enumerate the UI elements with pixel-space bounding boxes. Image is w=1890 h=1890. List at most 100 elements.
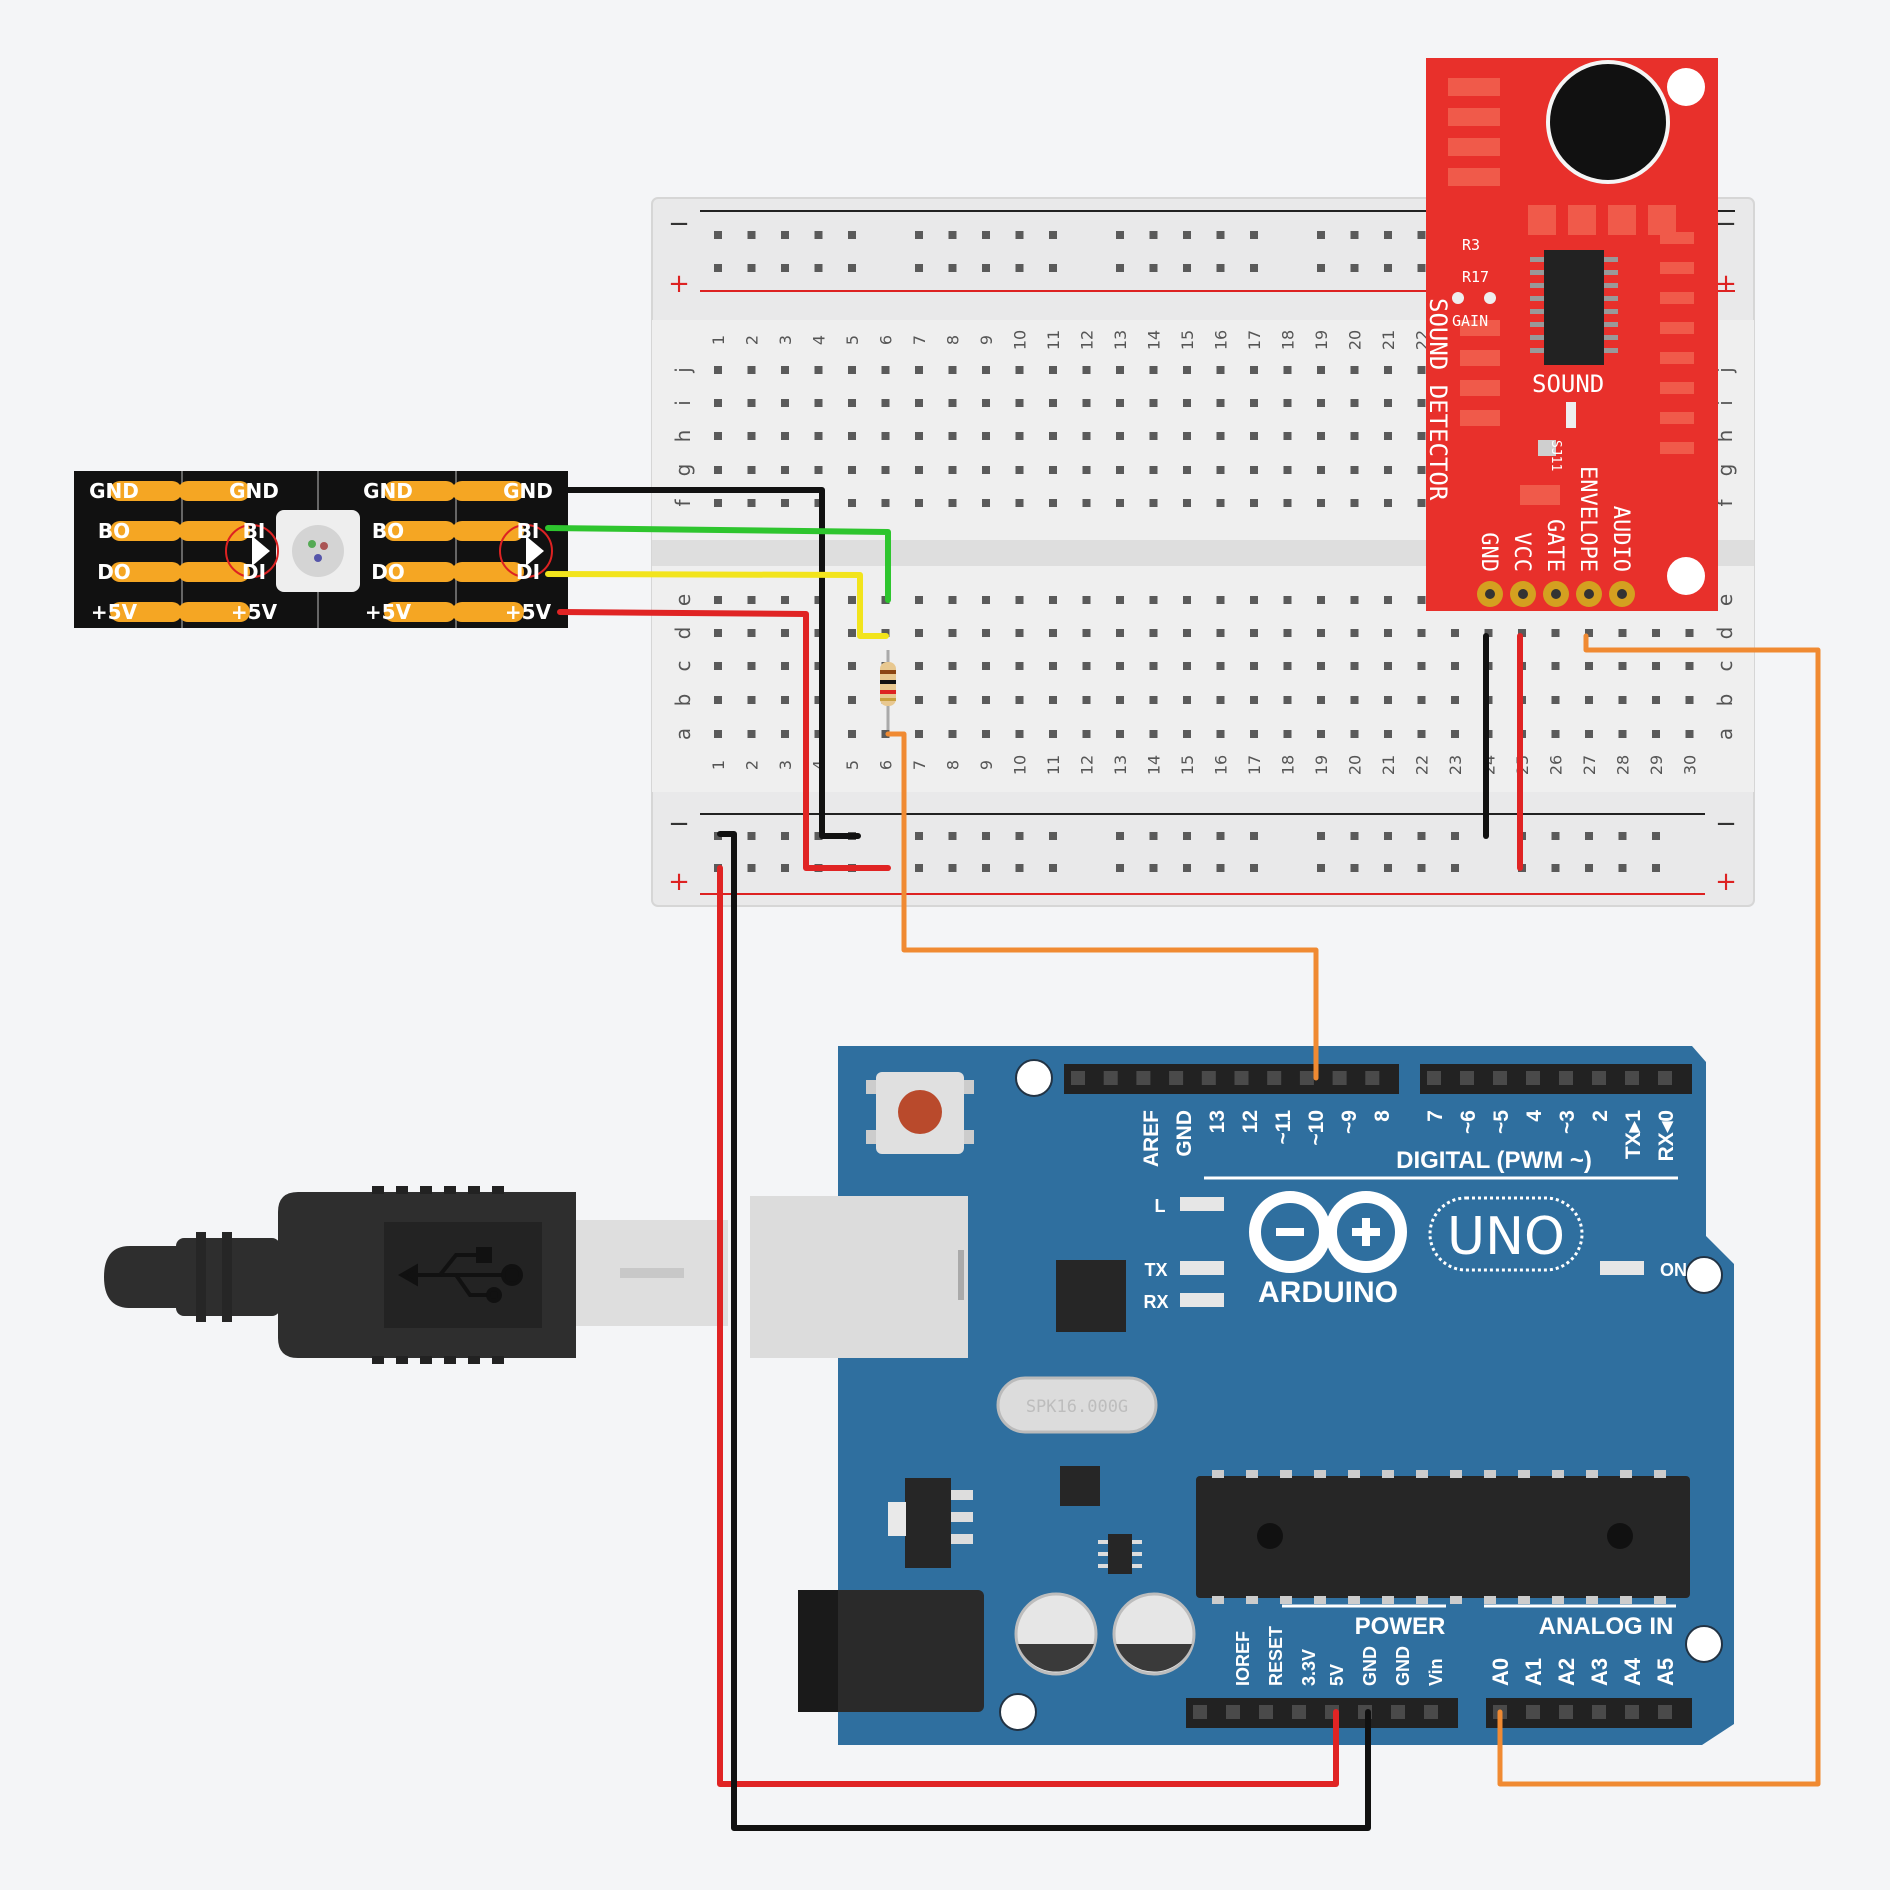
breadboard-hole[interactable]: [1149, 596, 1158, 604]
breadboard-hole[interactable]: [1082, 499, 1091, 507]
breadboard-hole[interactable]: [781, 432, 789, 440]
breadboard-hole[interactable]: [714, 466, 722, 474]
rail-hole[interactable]: [1015, 832, 1024, 840]
rail-hole[interactable]: [1183, 231, 1191, 239]
breadboard-hole[interactable]: [1451, 696, 1459, 704]
breadboard-hole[interactable]: [1116, 466, 1124, 474]
breadboard-hole[interactable]: [915, 629, 923, 637]
rail-hole[interactable]: [1015, 231, 1024, 239]
breadboard-hole[interactable]: [848, 466, 856, 474]
rail-hole[interactable]: [1417, 231, 1426, 239]
rail-hole[interactable]: [1015, 864, 1024, 872]
breadboard-hole[interactable]: [1082, 730, 1091, 738]
rail-hole[interactable]: [1116, 832, 1124, 840]
breadboard-hole[interactable]: [1685, 629, 1694, 637]
header-socket[interactable]: [1136, 1071, 1151, 1085]
header-socket[interactable]: [1226, 1705, 1240, 1719]
header-socket[interactable]: [1169, 1071, 1184, 1085]
breadboard-hole[interactable]: [1283, 662, 1292, 670]
breadboard-hole[interactable]: [1216, 466, 1225, 474]
breadboard-hole[interactable]: [915, 596, 923, 604]
header-socket[interactable]: [1559, 1071, 1573, 1085]
breadboard-hole[interactable]: [1384, 730, 1392, 738]
breadboard-hole[interactable]: [848, 662, 856, 670]
breadboard-hole[interactable]: [1283, 596, 1292, 604]
breadboard-hole[interactable]: [1049, 499, 1057, 507]
rail-hole[interactable]: [1551, 864, 1560, 872]
rail-hole[interactable]: [982, 864, 990, 872]
breadboard-hole[interactable]: [1015, 432, 1024, 440]
breadboard-hole[interactable]: [948, 466, 957, 474]
breadboard-hole[interactable]: [1384, 399, 1392, 407]
rail-hole[interactable]: [1216, 264, 1225, 272]
breadboard-hole[interactable]: [948, 596, 957, 604]
breadboard-hole[interactable]: [1451, 730, 1459, 738]
header-socket[interactable]: [1493, 1071, 1507, 1085]
breadboard-hole[interactable]: [1116, 596, 1124, 604]
breadboard-hole[interactable]: [1216, 662, 1225, 670]
breadboard-hole[interactable]: [714, 366, 722, 374]
rail-hole[interactable]: [1585, 832, 1593, 840]
breadboard-hole[interactable]: [1283, 399, 1292, 407]
breadboard-hole[interactable]: [1384, 366, 1392, 374]
breadboard-hole[interactable]: [1283, 629, 1292, 637]
breadboard-hole[interactable]: [1384, 629, 1392, 637]
rail-hole[interactable]: [1049, 231, 1057, 239]
breadboard-hole[interactable]: [1317, 596, 1325, 604]
breadboard-hole[interactable]: [1618, 662, 1627, 670]
breadboard-hole[interactable]: [1317, 366, 1325, 374]
breadboard-hole[interactable]: [1250, 730, 1258, 738]
breadboard-hole[interactable]: [1250, 499, 1258, 507]
breadboard-hole[interactable]: [1116, 399, 1124, 407]
header-socket[interactable]: [1193, 1705, 1207, 1719]
rail-hole[interactable]: [1116, 231, 1124, 239]
rail-hole[interactable]: [848, 264, 856, 272]
rail-hole[interactable]: [1250, 832, 1258, 840]
breadboard-hole[interactable]: [1551, 629, 1560, 637]
rail-hole[interactable]: [982, 231, 990, 239]
breadboard-hole[interactable]: [1417, 432, 1426, 440]
reset-button-cap[interactable]: [898, 1090, 942, 1134]
breadboard-hole[interactable]: [1116, 432, 1124, 440]
rail-hole[interactable]: [1384, 264, 1392, 272]
breadboard-hole[interactable]: [1417, 399, 1426, 407]
breadboard-hole[interactable]: [714, 596, 722, 604]
breadboard-hole[interactable]: [1149, 432, 1158, 440]
breadboard-hole[interactable]: [714, 696, 722, 704]
breadboard-hole[interactable]: [714, 432, 722, 440]
breadboard-hole[interactable]: [1417, 696, 1426, 704]
breadboard-hole[interactable]: [1317, 696, 1325, 704]
header-socket[interactable]: [1259, 1705, 1273, 1719]
breadboard-hole[interactable]: [747, 399, 756, 407]
breadboard-hole[interactable]: [1082, 399, 1091, 407]
breadboard-hole[interactable]: [1384, 432, 1392, 440]
rail-hole[interactable]: [781, 264, 789, 272]
rail-hole[interactable]: [1350, 832, 1359, 840]
breadboard-hole[interactable]: [1417, 596, 1426, 604]
breadboard-hole[interactable]: [781, 662, 789, 670]
breadboard-hole[interactable]: [881, 466, 890, 474]
breadboard-hole[interactable]: [1183, 399, 1191, 407]
breadboard-hole[interactable]: [814, 662, 823, 670]
breadboard-hole[interactable]: [982, 466, 990, 474]
header-socket[interactable]: [1071, 1071, 1085, 1085]
rail-hole[interactable]: [1350, 264, 1359, 272]
breadboard-hole[interactable]: [1116, 696, 1124, 704]
breadboard-hole[interactable]: [1417, 730, 1426, 738]
breadboard-hole[interactable]: [1451, 629, 1459, 637]
breadboard-hole[interactable]: [982, 499, 990, 507]
breadboard-hole[interactable]: [1317, 399, 1325, 407]
breadboard-hole[interactable]: [915, 432, 923, 440]
breadboard-hole[interactable]: [1250, 399, 1258, 407]
breadboard-hole[interactable]: [1149, 466, 1158, 474]
breadboard-hole[interactable]: [948, 696, 957, 704]
breadboard-hole[interactable]: [1082, 696, 1091, 704]
breadboard-hole[interactable]: [1116, 499, 1124, 507]
breadboard-hole[interactable]: [1417, 366, 1426, 374]
breadboard-hole[interactable]: [1685, 696, 1694, 704]
breadboard-hole[interactable]: [1015, 596, 1024, 604]
rail-hole[interactable]: [1250, 231, 1258, 239]
rail-hole[interactable]: [1317, 231, 1325, 239]
header-socket[interactable]: [1460, 1071, 1474, 1085]
breadboard-hole[interactable]: [1082, 596, 1091, 604]
